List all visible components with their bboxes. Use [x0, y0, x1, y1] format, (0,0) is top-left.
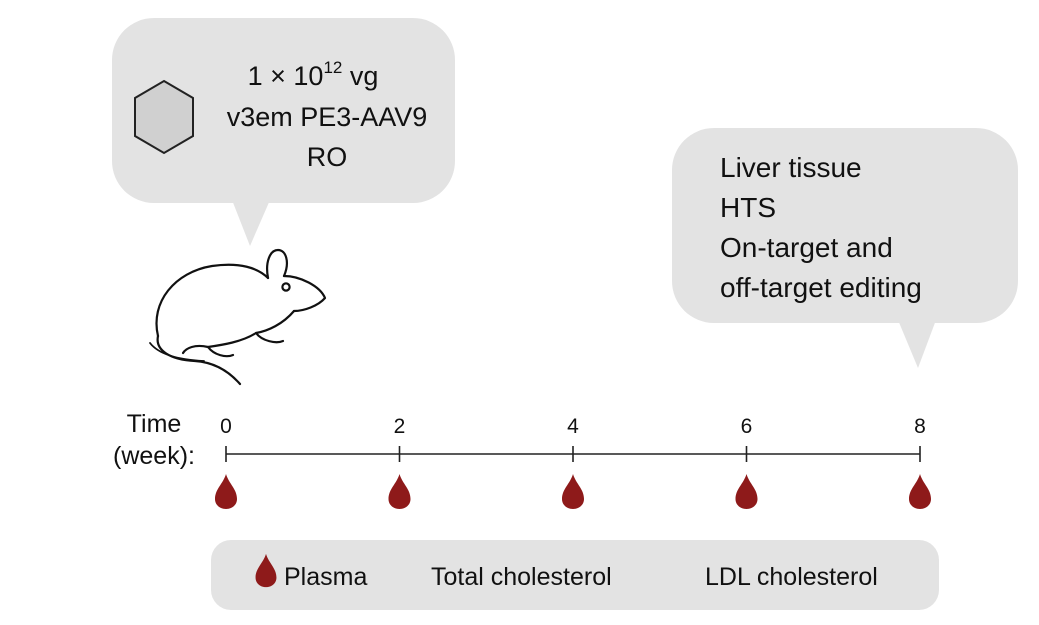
legend-bar-body — [211, 540, 939, 610]
blood-drop-icon — [909, 474, 931, 509]
timeline-tick-label-week-2: 2 — [394, 415, 406, 438]
blood-drop-icon — [735, 474, 758, 509]
mouse-snout — [282, 274, 327, 313]
timeline: Time (week): 0 2 4 6 8 — [113, 410, 931, 509]
analysis-line: off-target editing — [720, 272, 922, 303]
mouse-ear — [266, 248, 288, 280]
route-text: RO — [307, 142, 348, 172]
timeline-tick-label-week-0: 0 — [220, 415, 232, 438]
injection-bubble-body — [112, 18, 455, 203]
analysis-line: HTS — [720, 192, 776, 223]
injection-bubble: 1 × 1012 vg v3em PE3-AAV9 RO — [112, 18, 455, 246]
mouse-front-leg — [254, 309, 296, 344]
blood-drop-icon — [388, 474, 411, 509]
hexagon-capsid-icon — [134, 79, 194, 155]
blood-drop-icon — [215, 474, 237, 509]
time-label: Time — [127, 410, 182, 438]
analysis-line: On-target and — [720, 232, 893, 263]
mouse-belly — [206, 331, 258, 358]
legend-bar: Plasma Total cholesterol LDL cholesterol — [211, 540, 939, 610]
legend-ldl-cholesterol: LDL cholesterol — [705, 563, 878, 591]
time-unit-label: (week): — [113, 442, 195, 470]
blood-drop-icon — [562, 474, 584, 509]
timeline-tick-label-week-4: 4 — [567, 415, 579, 438]
mouse-tail-inner — [149, 342, 205, 362]
dose-text: 1 × 1012 vg — [248, 58, 379, 91]
mouse-icon — [149, 248, 327, 386]
legend-total-cholesterol: Total cholesterol — [431, 563, 612, 591]
timeline-tick-label-week-6: 6 — [741, 415, 753, 438]
mouse-back-outline — [155, 263, 270, 338]
analysis-bubble-tail — [898, 320, 936, 368]
mouse-eye — [281, 282, 291, 292]
injection-bubble-tail — [232, 200, 270, 246]
timeline-ticks: 0 2 4 6 8 — [220, 415, 926, 462]
timeline-tick-label-week-8: 8 — [914, 415, 926, 438]
mouse-hind-foot — [181, 344, 210, 355]
plasma-drops — [215, 474, 931, 509]
vector-text: v3em PE3-AAV9 — [227, 102, 428, 132]
legend-plasma: Plasma — [284, 563, 367, 591]
analysis-line: Liver tissue — [720, 152, 862, 183]
analysis-bubble-body — [672, 128, 1018, 323]
